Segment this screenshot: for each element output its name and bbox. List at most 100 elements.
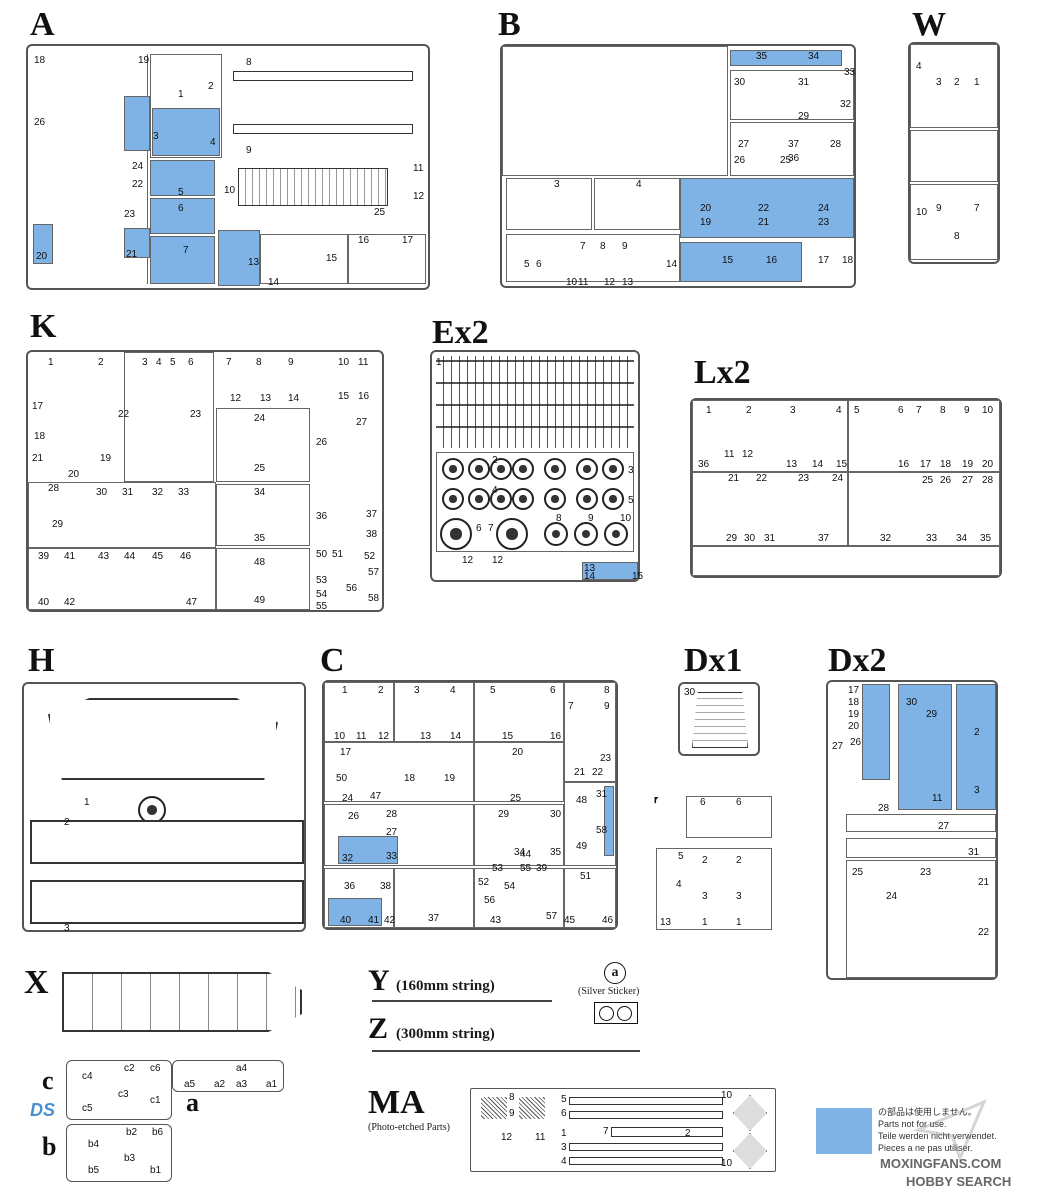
part-label-k48: 48 [254,557,266,568]
part-label-k39: 39 [38,551,50,562]
road-wheel-4 [512,458,534,480]
part-label-t3a: 3 [702,891,708,902]
fret-c [66,1060,172,1120]
part-label-b17: 17 [818,255,830,266]
part-label-k8: 8 [256,357,262,368]
part-label-c1: c1 [150,1095,161,1106]
part-label-c3: 3 [414,685,420,696]
c-grid-6 [474,742,564,802]
part-label-c37: 37 [428,913,440,924]
sprue-k-label: K [30,308,57,345]
part-label-k29: 29 [52,519,64,530]
part-label-l17: 17 [920,459,932,470]
part-label-k10: 10 [338,357,350,368]
part-label-b11: 11 [578,277,589,288]
part-label-c49: 49 [576,841,588,852]
part-label-c36: 36 [344,881,356,892]
part-label-ma8: 8 [509,1092,515,1103]
part-label-l16: 16 [898,459,910,470]
part-label-k14: 14 [288,393,300,404]
part-label-t3b: 3 [736,891,742,902]
part-label-c11: 11 [356,731,367,742]
ds-logo: DS [30,1100,56,1120]
part-b-small-bottom [506,234,680,282]
part-label-c5: c5 [82,1103,93,1114]
part-k24-25 [216,408,310,482]
part-label-k50: 50 [316,549,328,560]
part-label-k9: 9 [288,357,294,368]
sprue-h-label: H [28,642,55,679]
part-a14-15 [260,234,348,284]
sticker-circle-2 [617,1006,632,1021]
part-label-b26: 26 [734,155,746,166]
road-wheel-12 [544,488,566,510]
part-label-ma11: 11 [535,1132,546,1143]
track-links [436,356,634,448]
part-label-ex2-2: 2 [492,455,498,466]
part-label-a14: 14 [268,277,280,288]
part-label-c8: 8 [604,685,610,696]
fret-b [66,1124,172,1182]
part-label-ma7: 7 [603,1126,609,1137]
z-string-line [372,1050,640,1052]
part-label-k20: 20 [68,469,80,480]
part-label-a25: 25 [374,207,386,218]
part-b4 [594,178,680,230]
part-label-k15: 15 [338,391,350,402]
part-label-b1: b1 [150,1165,162,1176]
part-label-k23: 23 [190,409,202,420]
road-wheel-3 [490,458,512,480]
c-grid-12 [474,868,564,928]
part-label-c54: 54 [504,881,516,892]
part-label-b25: 25 [780,155,792,166]
part-label-l5: 5 [854,405,860,416]
part-label-k54: 54 [316,589,328,600]
part-label-ex2-12a: 12 [462,555,474,566]
part-label-w3: 3 [936,77,942,88]
part-label-c35: 35 [550,847,562,858]
legend-line-4: Pieces a ne pas utiliser. [878,1143,973,1153]
part-label-b14: 14 [666,259,678,270]
part-label-k30: 30 [96,487,108,498]
part-label-l26: 26 [940,475,952,486]
part-label-c57: 57 [546,911,558,922]
part-label-c14: 14 [450,731,462,742]
watermark-site-2: HOBBY SEARCH [906,1174,1012,1189]
sprue-a: 18 19 26 3 4 1 2 8 9 5 6 7 10 11 12 20 2… [26,44,430,290]
part-label-b23: 23 [818,217,830,228]
part-label-a4: 4 [210,137,216,148]
road-wheel-9 [468,488,490,510]
part-label-a23: 23 [124,209,136,220]
part-label-l14: 14 [812,459,824,470]
part-a20 [33,224,53,264]
part-label-l21: 21 [728,473,740,484]
part-label-c18: 18 [404,773,416,784]
part-label-k21: 21 [32,453,44,464]
part-label-k56: 56 [346,583,358,594]
part-label-c58: 58 [596,825,608,836]
part-label-c30: 30 [550,809,562,820]
road-wheel-8 [442,488,464,510]
part-label-l34: 34 [956,533,968,544]
part-label-h2: 2 [64,817,70,828]
part-label-ex2-5: 5 [628,495,634,506]
sprue-dx1: 30 [678,682,760,756]
part-label-k40: 40 [38,597,50,608]
part-label-l19: 19 [962,459,974,470]
fret-b-label: b [42,1132,57,1161]
part-label-k6: 6 [188,357,194,368]
part-label-a15: 15 [326,253,338,264]
silver-sticker-sheet [594,1002,638,1024]
part-label-w8: 8 [954,231,960,242]
ma-strip-7 [611,1127,723,1137]
part-label-c45: 45 [564,915,576,926]
part-label-k49: 49 [254,595,266,606]
part-label-dx1-30: 30 [684,687,696,698]
part-label-b8: 8 [600,241,606,252]
part-label-t13: 13 [660,917,672,928]
part-label-b24: 24 [818,203,830,214]
part-label-c22: 22 [592,767,604,778]
part-label-c26: 26 [348,811,360,822]
part-a5 [150,160,215,196]
part-label-a13: 13 [248,257,260,268]
